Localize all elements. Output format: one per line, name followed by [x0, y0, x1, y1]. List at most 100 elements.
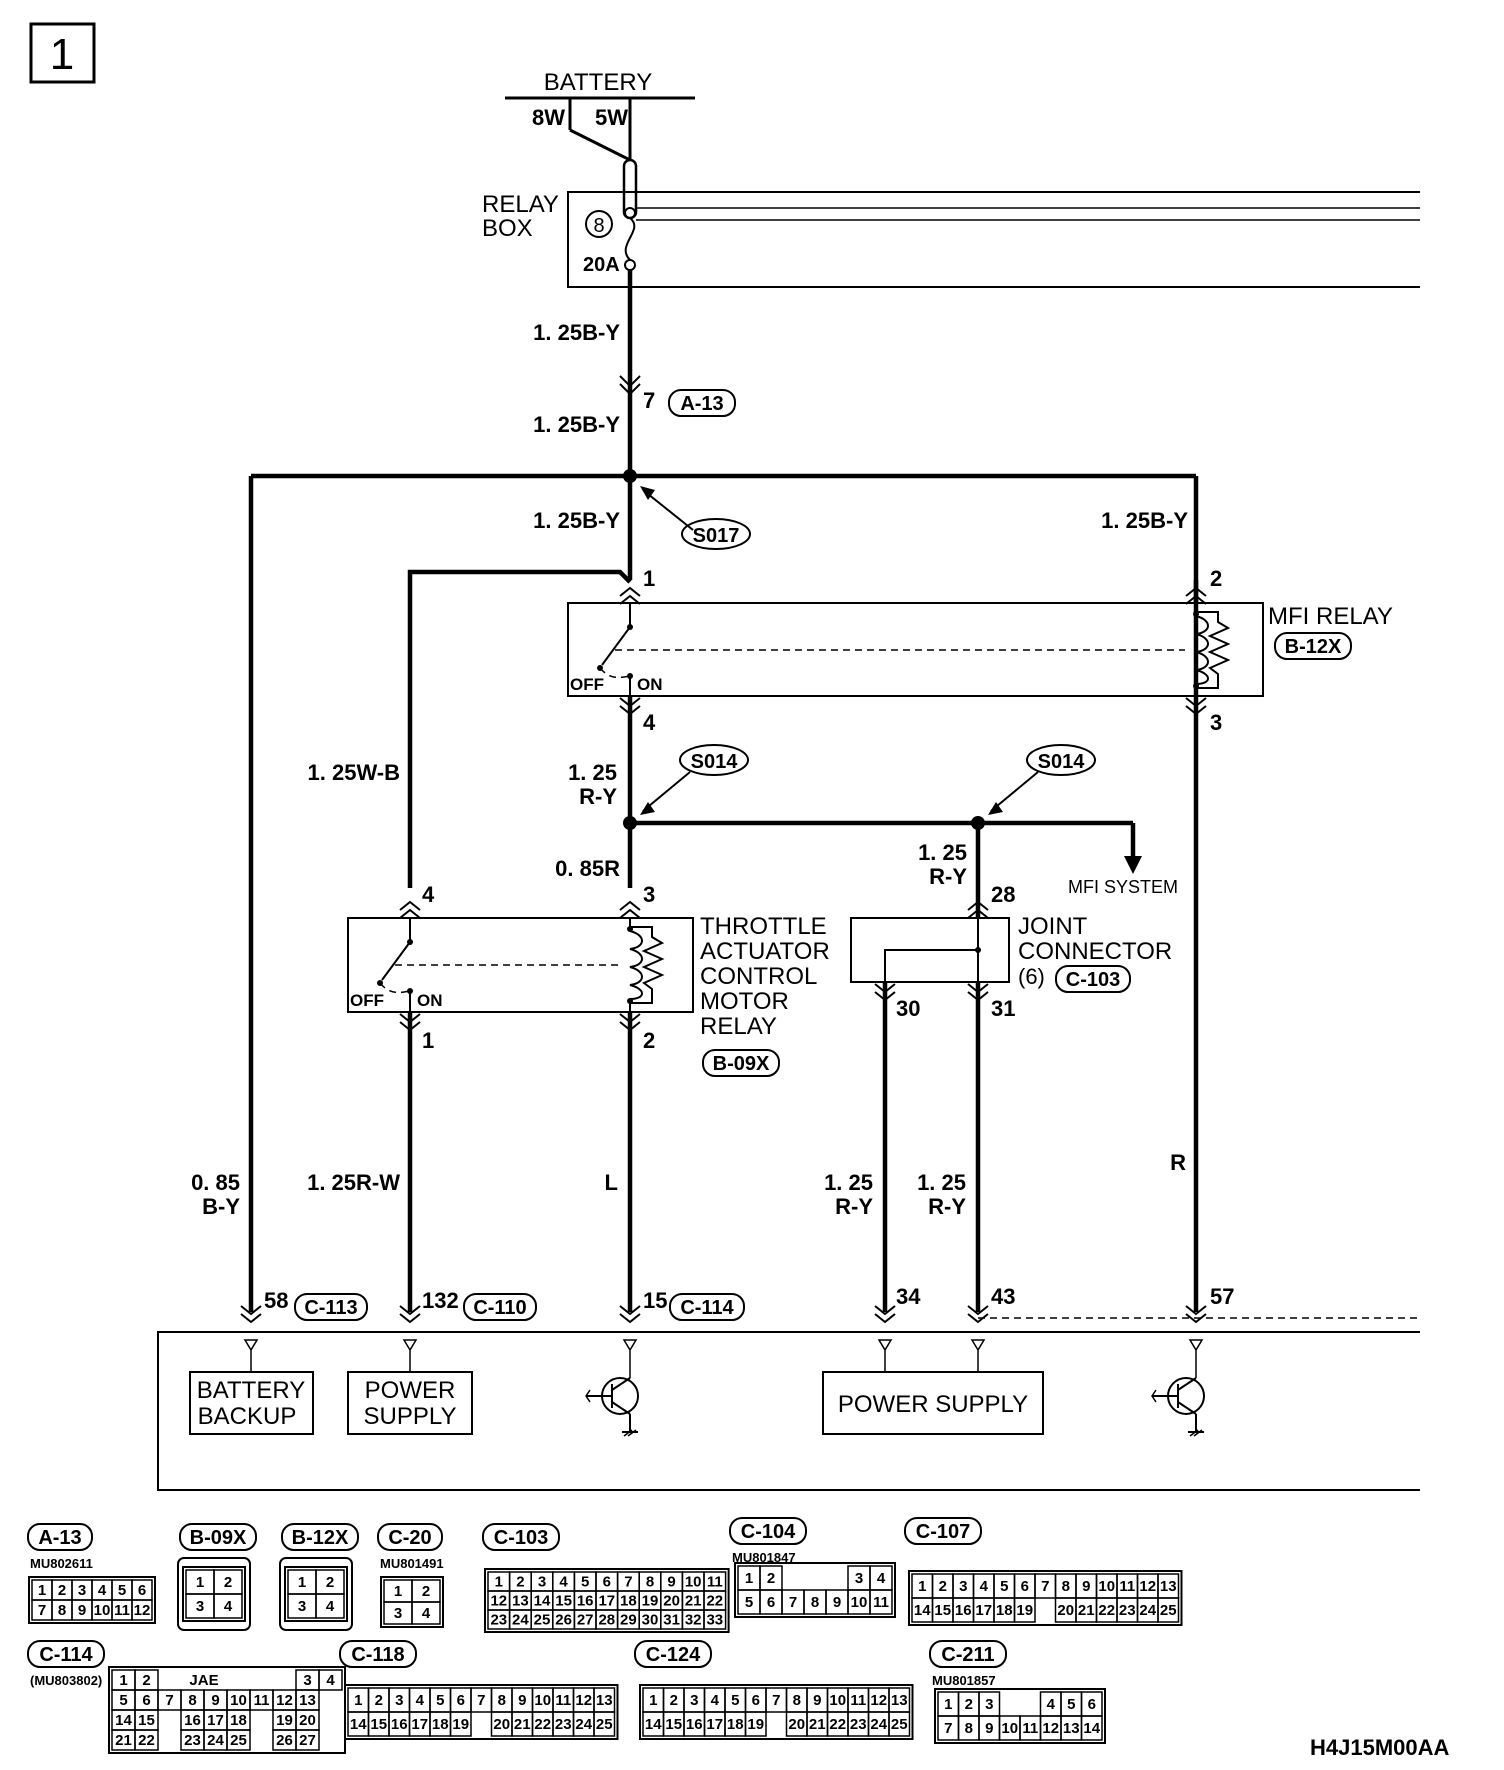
tac-label-5: RELAY: [700, 1013, 777, 1040]
wire-label-3: 1. 25B-Y: [533, 508, 620, 533]
legend-jae-label: JAE: [189, 1672, 218, 1689]
legend-pin: 20: [493, 1716, 510, 1733]
legend-pin: 21: [115, 1732, 132, 1749]
legend-pin: 4: [1047, 1696, 1056, 1713]
legend-pin: 8: [793, 1692, 801, 1709]
legend-pin: 2: [142, 1672, 150, 1689]
legend-pin: 2: [965, 1696, 973, 1713]
legend-pin: 30: [642, 1612, 659, 1629]
legend-pin: 21: [809, 1716, 826, 1733]
legend-pin: 9: [667, 1574, 675, 1591]
legend-pin: 17: [706, 1716, 723, 1733]
legend-pin: 16: [577, 1593, 594, 1610]
tac-label-1: THROTTLE: [700, 913, 827, 940]
power-supply-box-1: [347, 1371, 473, 1435]
legend-pin: 1: [38, 1582, 46, 1599]
mfi-system-label: MFI SYSTEM: [1068, 877, 1178, 897]
wire-label-11: L: [605, 1170, 618, 1195]
wire-label-9b: B-Y: [202, 1194, 240, 1219]
legend-pin: 4: [98, 1582, 107, 1599]
battery-label: BATTERY: [544, 69, 652, 96]
jc-label-1: JOINT: [1018, 913, 1088, 940]
legend-pin: 1: [649, 1692, 657, 1709]
legend-pin: 14: [645, 1716, 662, 1733]
legend-pin: 3: [538, 1574, 546, 1591]
jc-pin28: 28: [991, 882, 1015, 907]
legend-id-badge: [281, 1523, 359, 1551]
legend-pin: 13: [512, 1593, 529, 1610]
legend-pin: 13: [1063, 1720, 1080, 1737]
legend-pin: 3: [959, 1578, 967, 1595]
wire-label-14: R: [1170, 1150, 1186, 1175]
legend-pin: 20: [299, 1712, 316, 1729]
legend-pin: 2: [326, 1574, 334, 1591]
legend-pin: 8: [811, 1594, 819, 1611]
relay-box-label-1: RELAY: [482, 191, 559, 218]
legend-id-badge: [27, 1640, 105, 1668]
legend-pin: 12: [870, 1692, 887, 1709]
legend-pin: 15: [934, 1602, 951, 1619]
legend-pin: 24: [512, 1612, 529, 1629]
jc-label-3: (6): [1018, 964, 1045, 989]
legend-pin: 12: [490, 1593, 507, 1610]
legend-pin: 19: [747, 1716, 764, 1733]
legend-pin: 7: [38, 1602, 46, 1619]
legend-pin: 9: [211, 1692, 219, 1709]
legend-pin: 7: [772, 1692, 780, 1709]
jc-pin31: 31: [991, 996, 1015, 1021]
legend-pin: 1: [394, 1583, 402, 1600]
legend-pin: 4: [422, 1605, 431, 1622]
legend-connector-id: C-114: [39, 1644, 93, 1666]
wire-label-7: 0. 85R: [555, 856, 620, 881]
legend-pin: 5: [581, 1574, 589, 1591]
legend-pin: 1: [944, 1696, 952, 1713]
legend-pin: 4: [224, 1598, 233, 1615]
splice-s014-right: S014: [1038, 751, 1086, 773]
legend-pin: 14: [115, 1712, 132, 1729]
mfi-pin1: 1: [643, 566, 655, 591]
wire-label-9a: 0. 85: [191, 1170, 240, 1195]
legend-pin: 23: [490, 1612, 507, 1629]
legend-pin: 9: [518, 1692, 526, 1709]
legend-part-number: MU801847: [732, 1550, 796, 1565]
battery-wire-5w: 5W: [595, 105, 628, 130]
wire-label-13a: 1. 25: [917, 1170, 966, 1195]
tac-pin3: 3: [643, 882, 655, 907]
legend-pin: 3: [78, 1582, 86, 1599]
legend-pin: 4: [326, 1672, 335, 1689]
page-number: 1: [50, 30, 74, 79]
legend-pin: 1: [918, 1578, 926, 1595]
legend-pin: 22: [829, 1716, 846, 1733]
fuse-number: 8: [593, 215, 604, 237]
legend-pin: 22: [706, 1593, 723, 1610]
page-number-box: [29, 22, 96, 84]
legend-pin: 3: [855, 1570, 863, 1587]
legend-pin: 17: [207, 1712, 224, 1729]
legend-pin: 5: [118, 1582, 126, 1599]
legend-pin: 7: [789, 1594, 797, 1611]
legend-pin: 15: [665, 1716, 682, 1733]
mfi-pin4: 4: [643, 710, 656, 735]
legend-pin: 2: [224, 1574, 232, 1591]
legend-pin: 3: [196, 1598, 204, 1615]
jc-ref: C-103: [1066, 969, 1120, 991]
legend-connector-id: C-107: [916, 1521, 970, 1543]
legend-pin: 17: [975, 1602, 992, 1619]
legend-pin: 8: [188, 1692, 196, 1709]
battery-wire-8w: 8W: [532, 105, 565, 130]
legend-pin: 8: [1062, 1578, 1070, 1595]
legend-pin: 21: [1078, 1602, 1095, 1619]
legend-pin: 11: [114, 1602, 130, 1619]
legend-pin: 7: [1041, 1578, 1049, 1595]
legend-part-number: MU801491: [380, 1556, 444, 1571]
mfi-system-arrow: [1124, 856, 1142, 874]
legend-pin: 7: [165, 1692, 173, 1709]
legend-pin: 23: [850, 1716, 867, 1733]
wire-label-4: 1. 25B-Y: [1101, 508, 1188, 533]
ecu-pin43: 43: [991, 1284, 1015, 1309]
